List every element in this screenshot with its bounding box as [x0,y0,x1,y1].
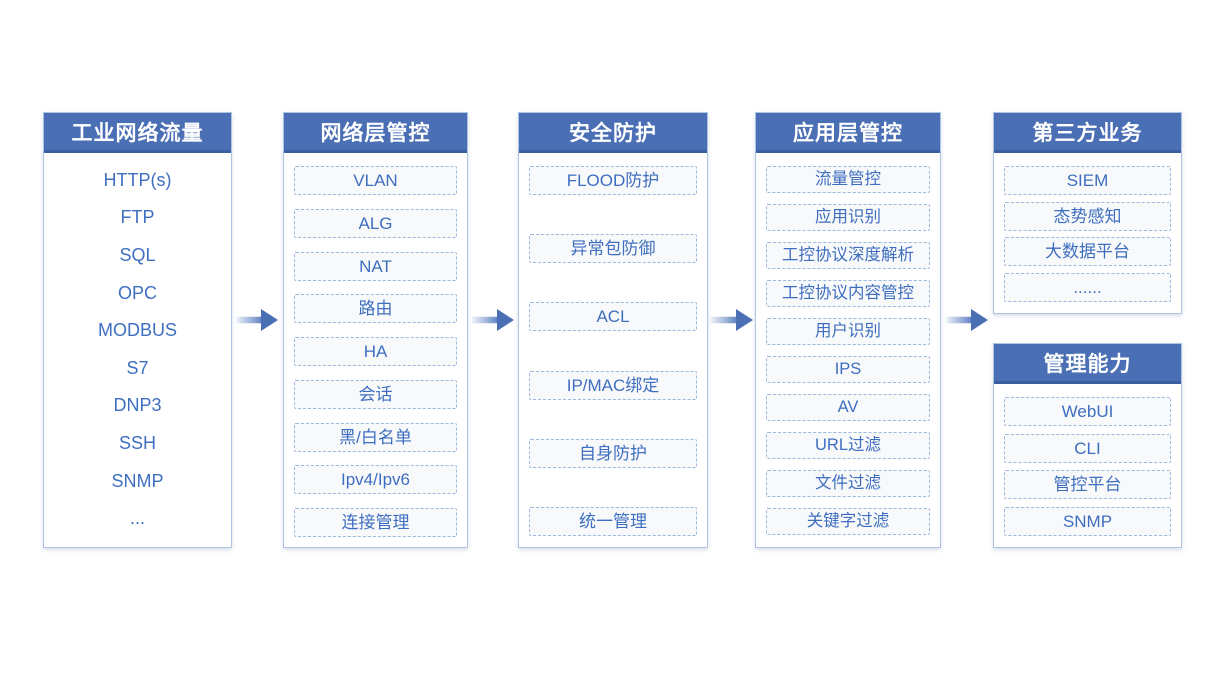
feature-item: SNMP [1004,506,1171,536]
column-body-security-protection: FLOOD防护 异常包防御 ACL IP/MAC绑定 自身防护 统一管理 [519,153,707,547]
feature-item: 会话 [294,379,457,409]
column-body-third-party-services: SIEM 态势感知 大数据平台 ...... [994,153,1181,313]
feature-item: Ipv4/Ipv6 [294,465,457,495]
column-header-network-layer-control: 网络层管控 [284,113,467,153]
flow-arrow-right-icon [946,309,988,331]
column-header-industrial-network-traffic: 工业网络流量 [44,113,231,153]
feature-item: NAT [294,251,457,281]
feature-item: 流量管控 [766,166,930,193]
feature-item: 异常包防御 [529,234,697,264]
feature-item: 连接管理 [294,508,457,537]
feature-item: ACL [529,302,697,332]
feature-item: ...... [1004,272,1171,302]
traffic-protocol-item: SSH [118,432,156,453]
column-industrial-network-traffic: 工业网络流量 HTTP(s) FTP SQL OPC MODBUS S7 DNP… [43,112,232,548]
feature-item: CLI [1004,433,1171,463]
column-body-application-layer-control: 流量管控 应用识别 工控协议深度解析 工控协议内容管控 用户识别 IPS AV … [756,153,940,547]
feature-item: HA [294,337,457,366]
column-header-application-layer-control: 应用层管控 [756,113,940,153]
feature-item: 工控协议深度解析 [766,242,930,269]
flow-arrow-right-icon [236,309,278,331]
feature-item: ALG [294,208,457,238]
feature-item: VLAN [294,166,457,195]
traffic-protocol-item: DNP3 [113,395,162,416]
feature-item: WebUI [1004,397,1171,426]
feature-item: IPS [766,356,930,383]
traffic-protocol-item: HTTP(s) [103,169,172,190]
feature-item: URL过滤 [766,432,930,459]
traffic-protocol-item: OPC [117,282,157,303]
feature-item: 大数据平台 [1004,237,1171,267]
feature-item: FLOOD防护 [529,166,697,195]
feature-item: 态势感知 [1004,201,1171,231]
feature-item: 自身防护 [529,438,697,468]
feature-item: 关键字过滤 [766,508,930,535]
feature-item: 文件过滤 [766,470,930,497]
traffic-protocol-item: SQL [119,244,156,265]
flow-arrow-right-icon [472,309,514,331]
column-header-security-protection: 安全防护 [519,113,707,153]
flow-arrow-right-icon [711,309,753,331]
traffic-protocol-item: MODBUS [97,320,177,341]
feature-item: 用户识别 [766,318,930,345]
column-body-management-capability: WebUI CLI 管控平台 SNMP [994,384,1181,547]
column-management-capability: 管理能力 WebUI CLI 管控平台 SNMP [993,343,1182,548]
column-network-layer-control: 网络层管控 VLAN ALG NAT 路由 HA 会话 黑/白名单 Ipv4/I… [283,112,468,548]
column-header-management-capability: 管理能力 [994,344,1181,384]
feature-item: 工控协议内容管控 [766,280,930,307]
column-security-protection: 安全防护 FLOOD防护 异常包防御 ACL IP/MAC绑定 自身防护 统一管… [518,112,708,548]
feature-item: 路由 [294,294,457,324]
traffic-protocol-item: ... [129,508,145,529]
feature-item: 管控平台 [1004,470,1171,500]
feature-item: SIEM [1004,166,1171,195]
column-header-third-party-services: 第三方业务 [994,113,1181,153]
column-body-industrial-network-traffic: HTTP(s) FTP SQL OPC MODBUS S7 DNP3 SSH S… [44,153,231,547]
traffic-protocol-item: S7 [126,357,149,378]
column-application-layer-control: 应用层管控 流量管控 应用识别 工控协议深度解析 工控协议内容管控 用户识别 I… [755,112,941,548]
feature-item: AV [766,394,930,421]
column-third-party-services: 第三方业务 SIEM 态势感知 大数据平台 ...... [993,112,1182,314]
column-body-network-layer-control: VLAN ALG NAT 路由 HA 会话 黑/白名单 Ipv4/Ipv6 连接… [284,153,467,547]
feature-item: 应用识别 [766,204,930,231]
feature-item: 统一管理 [529,506,697,536]
traffic-protocol-item: SNMP [111,470,164,491]
traffic-protocol-item: FTP [120,207,155,228]
feature-item: IP/MAC绑定 [529,370,697,400]
feature-item: 黑/白名单 [294,422,457,452]
